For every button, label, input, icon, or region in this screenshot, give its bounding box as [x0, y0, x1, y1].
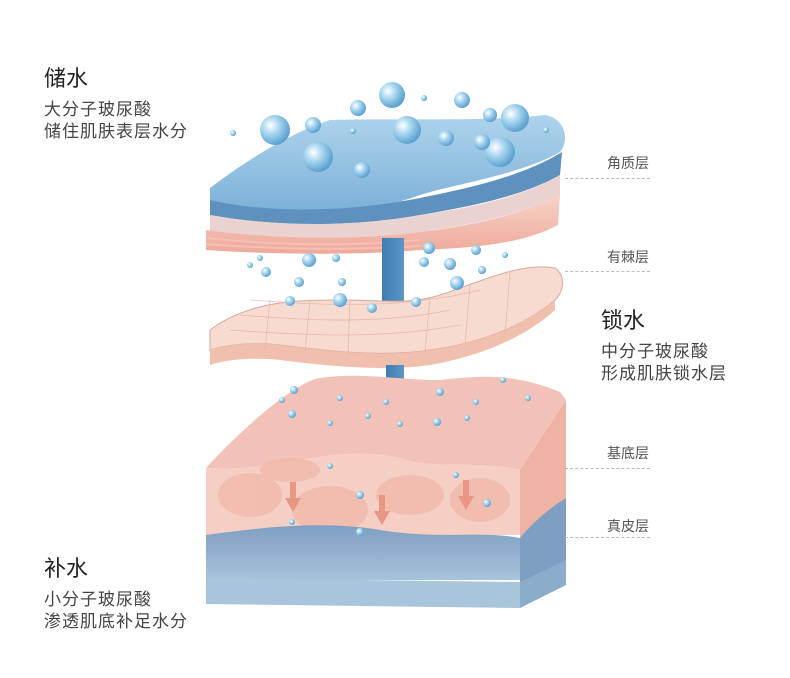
- caption-line: 小分子玻尿酸: [44, 589, 152, 610]
- large-bubbles: [230, 82, 549, 178]
- label-dermis: 真皮层: [607, 519, 649, 535]
- caption-title: 补水: [44, 557, 89, 582]
- label-basal-layer: 基底层: [607, 446, 649, 462]
- caption-replenish-water: 补水 小分子玻尿酸 渗透肌底补足水分: [44, 556, 188, 633]
- stratum-corneum-layer: [205, 115, 565, 254]
- caption-title: 储水: [44, 67, 89, 92]
- label-stratum-spinosum: 有棘层: [607, 250, 649, 266]
- caption-line: 中分子玻尿酸: [601, 341, 709, 362]
- arrow-down-1: [382, 238, 404, 308]
- leader-line: [565, 468, 650, 469]
- caption-line: 形成肌肤锁水层: [601, 363, 727, 384]
- small-bubbles: [279, 377, 531, 536]
- leader-line: [565, 178, 650, 179]
- medium-bubbles: [247, 242, 508, 313]
- stratum-spinosum-layer: [209, 266, 563, 368]
- label-stratum-corneum: 角质层: [607, 156, 649, 172]
- caption-title: 锁水: [601, 309, 646, 334]
- caption-line: 渗透肌底补足水分: [44, 611, 188, 632]
- leader-line: [565, 271, 650, 272]
- caption-lock-water: 锁水 中分子玻尿酸 形成肌肤锁水层: [601, 308, 727, 385]
- skin-block: [206, 375, 566, 608]
- caption-store-water: 储水 大分子玻尿酸 储住肌肤表层水分: [44, 66, 188, 143]
- leader-line: [565, 537, 650, 538]
- caption-line: 储住肌肤表层水分: [44, 121, 188, 142]
- caption-line: 大分子玻尿酸: [44, 99, 152, 120]
